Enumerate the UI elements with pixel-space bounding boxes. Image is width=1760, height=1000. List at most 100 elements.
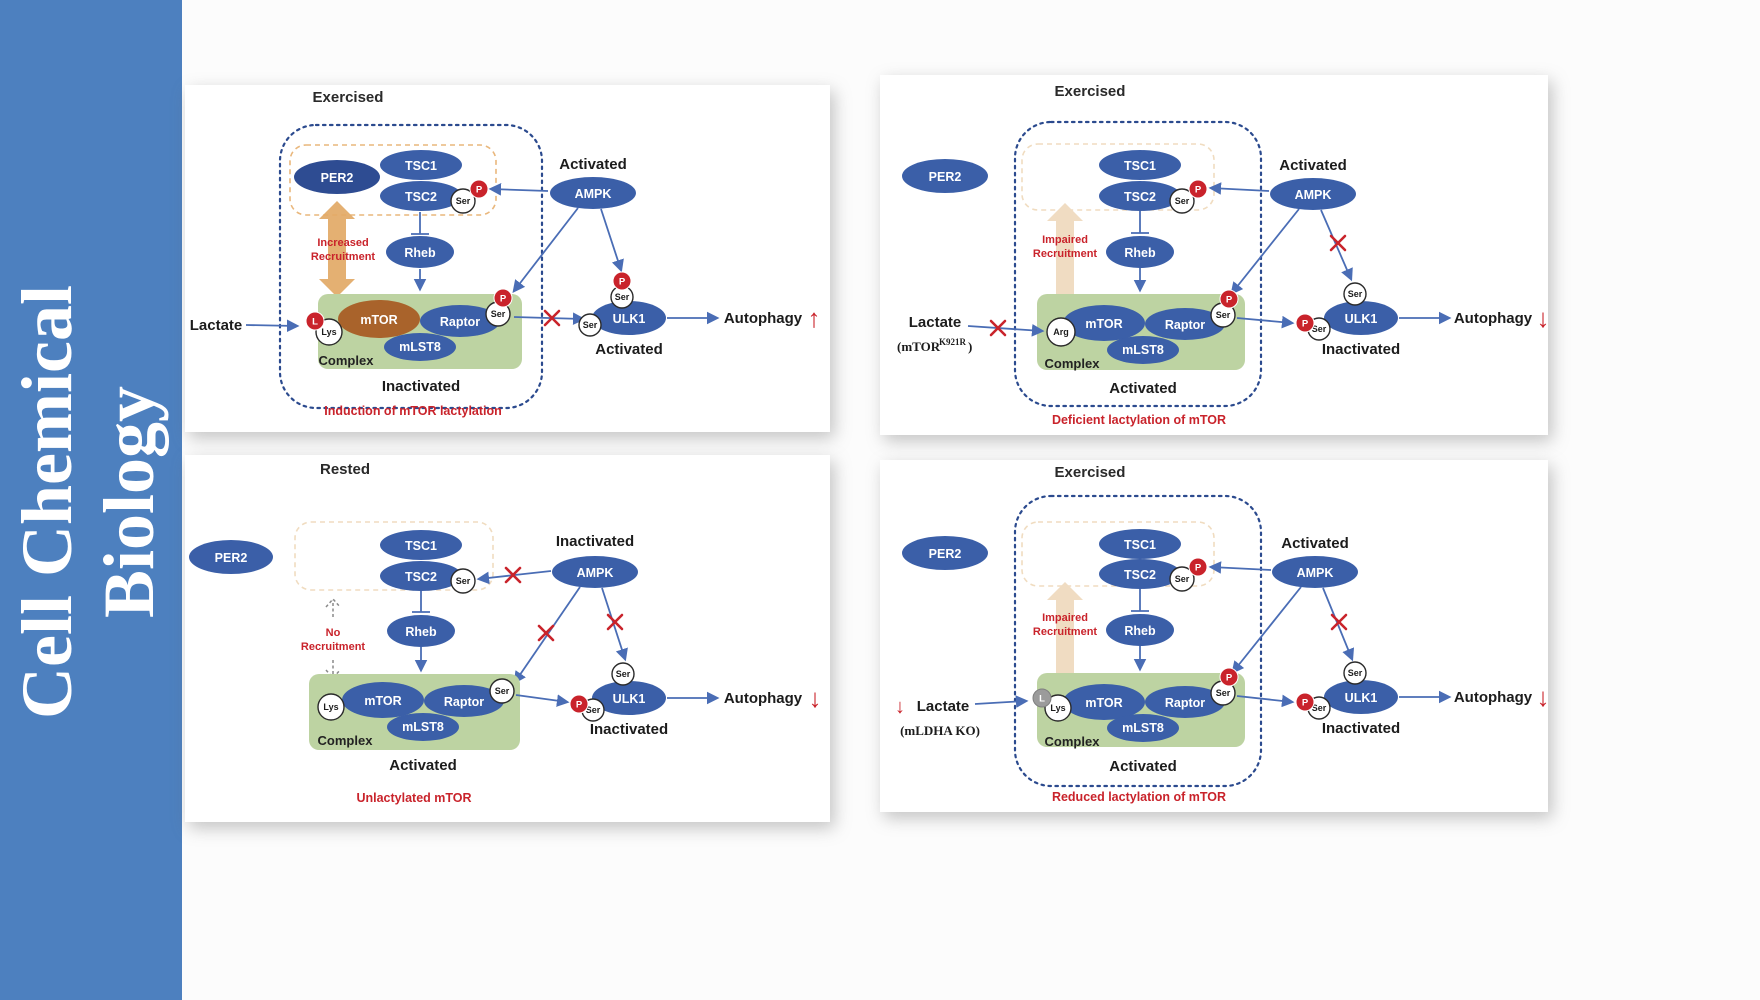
autophagy-down-icon: ↓ [809,683,822,713]
raptor-node [1145,308,1225,340]
tsc1-node [1099,529,1181,559]
raptor-label: Raptor [444,695,484,709]
per2-node [294,160,380,194]
ulk1-phospho-label: P [619,277,626,288]
complex-label: Complex [318,733,374,748]
tsc2-ser-label: Ser [456,196,471,206]
ulk1-label: ULK1 [613,312,646,326]
per2-label: PER2 [215,551,248,565]
ulk1-ser-top-site [611,662,635,686]
mlst8-label: mLST8 [402,720,444,734]
raptor-phospho-label: P [1226,673,1233,684]
autophagy-label: Autophagy [724,690,803,707]
ulk1-ser-top-site [1343,282,1367,306]
journal-title-line2: Biology [89,385,169,619]
tsc2-label: TSC2 [1124,190,1156,204]
mlst8-label: mLST8 [1122,343,1164,357]
exercise-boundary [1013,494,1263,788]
tsc2-label: TSC2 [405,570,437,584]
panel4-diagram: Exercised PER2 TSC1 TSC2 Ser P Activated… [895,464,1549,804]
ampk-complex-arrow [1231,586,1302,674]
ampk-ulk1-arrow [600,208,624,273]
tsc2-node [1099,559,1181,589]
panel-exercised-k921r: Exercised PER2 TSC1 TSC2 Ser P Activated… [880,75,1548,435]
recruitment-zone [1021,143,1215,211]
raptor-phospho-badge [493,288,513,308]
raptor-phospho-label: P [1226,295,1233,306]
lactate-label: Lactate [909,314,962,331]
complex-ulk1-arrow [1236,315,1295,329]
raptor-ser-label: Ser [491,309,506,319]
tsc1-node [380,530,462,560]
per2-node [902,159,988,193]
lactate-arrow [967,324,1045,337]
complex-state: Activated [1109,380,1177,397]
red-x-icon [537,624,555,642]
red-x-icon [504,566,522,584]
mtor-label: mTOR [1085,317,1122,331]
tsc2-phospho-label: P [1195,563,1202,574]
arg-label: Arg [1053,327,1069,337]
autophagy-down-icon: ↓ [1537,682,1549,712]
tsc2-ser-label: Ser [456,576,471,586]
panel-exercised-induction: Exercised PER2 TSC1 TSC2 Ser P Activated… [185,85,830,432]
mtor-label: mTOR [1085,696,1122,710]
ampk-label: AMPK [577,566,614,580]
red-x-icon [543,309,561,327]
rheb-node [1106,614,1174,646]
panel-title: Rested [320,461,370,478]
panel3-diagram: Rested PER2 TSC1 TSC2 Ser Inactivated AM… [189,461,822,805]
recruitment-text-1: Increased [317,237,368,249]
mtor-node [338,300,420,338]
ulk1-label: ULK1 [1345,312,1378,326]
lactyl-badge [305,311,325,331]
raptor-phospho-badge [1219,289,1239,309]
lys-label: Lys [321,327,336,337]
complex-label: Complex [1045,356,1101,371]
tsc2-ser-label: Ser [1175,196,1190,206]
lactate-label: Lactate [917,698,970,715]
mtor-variant-close: ) [968,339,972,354]
raptor-ser-label: Ser [495,686,510,696]
panel-title: Exercised [1055,464,1126,481]
panel1-diagram: Exercised PER2 TSC1 TSC2 Ser P Activated… [190,89,821,418]
per2-label: PER2 [929,547,962,561]
ulk1-phospho-label: P [1302,698,1309,709]
ulk1-node [592,681,666,715]
ulk1-ser-side-label: Ser [583,320,598,330]
tsc2-phospho-badge [1188,179,1208,199]
ulk1-state: Activated [595,341,663,358]
autophagy-label: Autophagy [1454,689,1533,706]
rheb-node [387,615,455,647]
rheb-label: Rheb [1124,246,1156,260]
lys-label: Lys [1050,703,1065,713]
recruitment-zone [289,144,497,216]
journal-title: Cell Chemical Biology [6,285,170,719]
ulk1-state: Inactivated [1322,341,1400,358]
tsc2-ser-site [1169,566,1195,592]
ampk-node [1270,178,1356,210]
ulk1-phospho-badge [1295,692,1315,712]
panel2-diagram: Exercised PER2 TSC1 TSC2 Ser P Activated… [897,83,1548,427]
ampk-node [550,177,636,209]
ampk-tsc2-arrow [476,570,552,585]
ulk1-phospho-badge [569,694,589,714]
complex-ulk1-arrow [513,312,586,326]
mtor-variant-open: (mTOR [897,339,941,354]
mtor-variant-sup: K921R [939,337,967,347]
ampk-node [1272,556,1358,588]
mlst8-node [1107,336,1179,364]
red-x-icon [1329,234,1347,252]
ulk1-ser-top-site [1343,661,1367,685]
ulk1-ser-top-label: Ser [1348,289,1363,299]
red-x-icon [1330,613,1348,631]
journal-sidebar: Cell Chemical Biology [0,0,182,1000]
ulk1-state: Inactivated [1322,720,1400,737]
raptor-phospho-label: P [500,294,507,305]
lactyl-label: L [312,317,318,328]
ampk-label: AMPK [1295,188,1332,202]
ampk-label: AMPK [575,187,612,201]
ampk-state: Activated [559,156,627,173]
recruitment-arrow-faded [1047,582,1083,682]
mlst8-node [1107,714,1179,742]
